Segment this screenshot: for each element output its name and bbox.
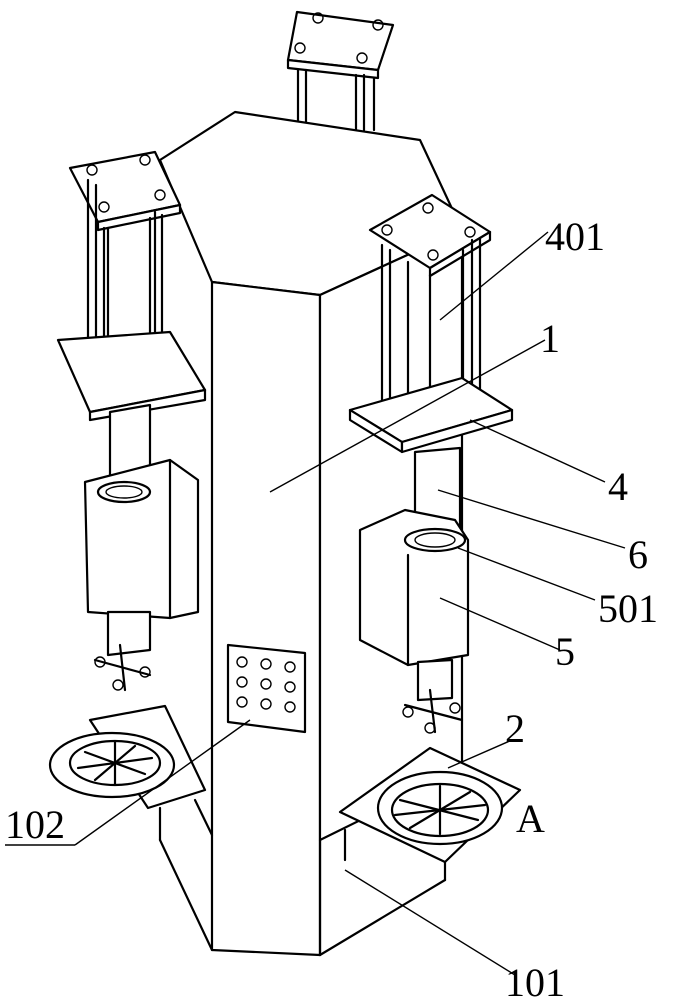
label-102: 102 — [5, 802, 65, 847]
label-A: A — [516, 796, 545, 841]
label-401: 401 — [545, 214, 605, 259]
label-6: 6 — [628, 532, 648, 577]
label-101: 101 — [505, 960, 565, 1000]
part-labels: 401 1 4 6 501 5 2 A 102 101 — [5, 214, 658, 1000]
label-2: 2 — [505, 706, 525, 751]
left-unit — [48, 150, 214, 842]
rear-top-plate — [286, 10, 395, 132]
label-4: 4 — [608, 464, 628, 509]
label-501: 501 — [598, 586, 658, 631]
leader-lines — [5, 231, 626, 976]
label-5: 5 — [555, 629, 575, 674]
label-1: 1 — [540, 316, 560, 361]
right-unit — [338, 193, 522, 882]
control-panel — [226, 643, 307, 734]
